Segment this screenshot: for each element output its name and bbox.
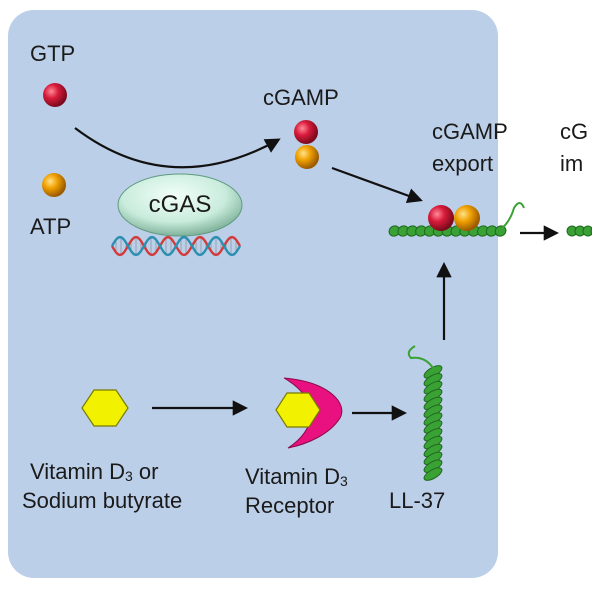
import-label-line1: cG (560, 119, 589, 144)
export-label-line2: export (432, 151, 494, 176)
receptor-bound-hexagon (275, 392, 321, 428)
vitamin-d3-text: Vitamin D (30, 459, 125, 484)
cgamp-to-export-arrow (331, 166, 423, 204)
receptor-label-line1: Vitamin D3 (245, 463, 348, 493)
helix-turn (494, 225, 507, 237)
cgas-label: cGAS (148, 191, 212, 218)
dna-double-helix (110, 235, 242, 257)
gtp-sphere (43, 83, 67, 107)
export-label-line1: cGAMP (432, 119, 508, 144)
export-red-sphere (428, 205, 454, 231)
cgamp-label: cGAMP (263, 85, 339, 110)
vitamin-d3-subscript: 3 (124, 468, 133, 484)
import-helix-fragment (566, 225, 592, 237)
vitamin-d3-hexagon (81, 389, 129, 427)
helix-turn (582, 225, 592, 237)
vitamin-d3-label-line2: Sodium butyrate (22, 488, 183, 513)
ll37-vertical-helix (423, 365, 443, 481)
export-helix-tail (499, 202, 525, 231)
ll37-helix-tail (407, 345, 434, 369)
dna-strand-b (110, 235, 242, 257)
cell-background (8, 10, 498, 578)
receptor-vitd-text: Vitamin D (245, 464, 340, 489)
receptor-label-line2: Receptor (245, 493, 335, 518)
synthesis-arrow (74, 127, 281, 169)
cgamp-red-sphere (294, 120, 318, 144)
helix-turn (423, 467, 443, 481)
vitamin-d3-label-line1: Vitamin D3 or (30, 458, 158, 488)
receptor-vitd-subscript: 3 (339, 473, 348, 489)
cgas-enzyme (117, 173, 243, 237)
atp-label: ATP (30, 214, 72, 239)
atp-sphere (42, 173, 66, 197)
export-orange-sphere (454, 205, 480, 231)
vitamin-d3-or: or (132, 459, 159, 484)
ll37-label: LL-37 (389, 488, 446, 513)
cgamp-orange-sphere (295, 145, 319, 169)
gtp-label: GTP (30, 41, 76, 66)
import-label-line2: im (560, 151, 584, 176)
